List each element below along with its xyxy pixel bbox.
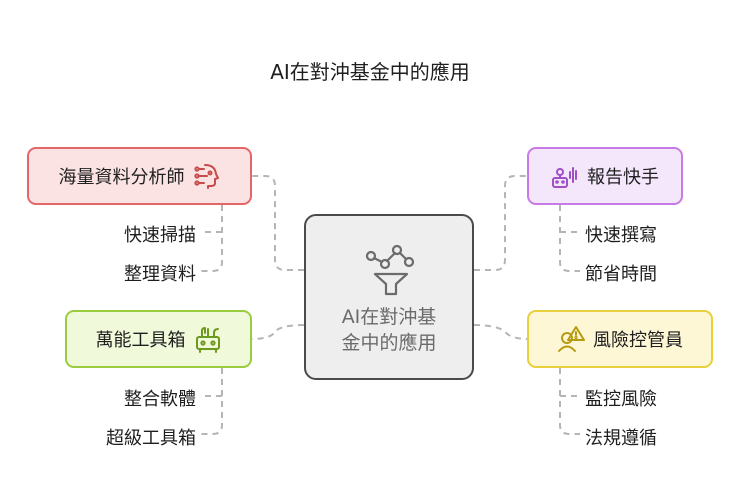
- connector-br-leaves: [559, 368, 580, 435]
- branch-label: 報告快手: [587, 167, 659, 188]
- branch-risk-manager: 風險控管員: [527, 310, 713, 368]
- leaf-quick-scan: 快速掃描: [124, 225, 196, 246]
- diagram-title: AI在對沖基金中的應用: [270, 60, 470, 84]
- branch-label: 海量資料分析師: [58, 167, 185, 188]
- leaf-fast-writing: 快速撰寫: [585, 225, 657, 246]
- connector-tl-leaves: [200, 205, 223, 272]
- funnel-network-icon: [365, 244, 415, 296]
- connector-top-right: [474, 175, 527, 271]
- connector-tr-leaves: [559, 205, 580, 272]
- connector-bottom-right: [473, 324, 528, 340]
- leaf-compliance: 法規遵循: [585, 428, 657, 449]
- branch-report-writer: 報告快手: [527, 147, 683, 205]
- branch-label: 風險控管員: [593, 330, 683, 351]
- branch-label: 萬能工具箱: [95, 330, 186, 351]
- connector-bottom-left: [251, 324, 305, 340]
- warning-person-icon: [558, 326, 585, 352]
- connector-top-left: [252, 175, 304, 271]
- toolbox-icon: [195, 327, 220, 353]
- connector-bl-leaves: [200, 368, 223, 435]
- leaf-monitor-risk: 監控風險: [585, 389, 657, 410]
- leaf-save-time: 節省時間: [585, 264, 657, 285]
- leaf-integrate-software: 整合軟體: [124, 389, 196, 410]
- center-node: AI在對沖基 金中的應用: [304, 214, 474, 380]
- robot-voice-icon: [552, 167, 577, 188]
- center-label-line2: 金中的應用: [341, 332, 437, 354]
- branch-toolbox: 萬能工具箱: [65, 310, 252, 368]
- leaf-super-toolbox: 超級工具箱: [106, 428, 196, 449]
- branch-data-analyst: 海量資料分析師: [27, 147, 252, 205]
- leaf-organize-data: 整理資料: [124, 264, 196, 285]
- ai-head-icon: [193, 164, 219, 189]
- center-label-line1: AI在對沖基: [341, 306, 437, 328]
